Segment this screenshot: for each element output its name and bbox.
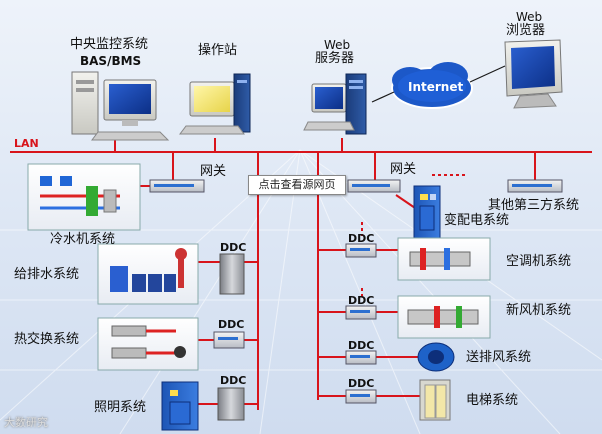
ddc-water-label: DDC [220, 241, 247, 254]
freshair-label: 新风机系统 [506, 303, 572, 318]
web-server-icon [303, 73, 367, 135]
ddc-elevator-label: DDC [348, 377, 375, 390]
water-system-label: 给排水系统 [14, 267, 80, 282]
lan-label: LAN [14, 137, 39, 150]
ac-unit-panel [397, 237, 491, 281]
elevator-label: 电梯系统 [466, 393, 519, 408]
heat-exchange-panel [97, 317, 199, 371]
bas-label-line2: BAS/BMS [80, 54, 142, 68]
ddc-freshair-label: DDC [348, 294, 375, 307]
ddc-freshair-icon [345, 305, 377, 320]
internet-label: Internet [408, 80, 464, 94]
web-browser-icon [504, 39, 563, 109]
ddc-elevator-icon [345, 389, 377, 404]
operator-station-icon [179, 73, 251, 135]
gateway-1-label: 网关 [200, 164, 227, 179]
web-server-label-line2: 服务器 [315, 51, 355, 66]
watermark-text: 大数研究 [4, 416, 48, 429]
browser-label-line1: Web [516, 10, 543, 24]
chiller-label: 冷水机系统 [50, 232, 116, 247]
browser-label-line2: 浏览器 [506, 23, 546, 38]
gateway-2-icon [347, 179, 401, 193]
fresh-air-panel [397, 295, 491, 339]
bas-workstation-icon [71, 71, 170, 141]
elevator-icon [419, 379, 451, 421]
ddc-fan-label: DDC [348, 339, 375, 352]
ddc-water-icon [219, 253, 245, 295]
gateway-1-icon [149, 179, 205, 193]
gateway-2-label: 网关 [390, 162, 417, 177]
internet-cloud [371, 62, 506, 109]
ddc-heat-icon [213, 331, 245, 349]
third-party-label: 其他第三方系统 [488, 198, 580, 213]
chiller-panel [27, 163, 141, 231]
lighting-cabinet-icon [161, 381, 199, 431]
water-system-panel [97, 243, 199, 305]
operator-label: 操作站 [198, 43, 238, 58]
ddc-lighting-icon [217, 387, 245, 421]
ddc-ac-label: DDC [348, 232, 375, 245]
lighting-label: 照明系统 [94, 400, 147, 415]
gateway-3-icon [507, 179, 563, 193]
heat-exchange-label: 热交换系统 [14, 332, 80, 347]
ddc-lighting-label: DDC [220, 374, 247, 387]
bas-label-line1: 中央监控系统 [70, 37, 149, 52]
ac-label: 空调机系统 [506, 254, 572, 269]
ddc-ac-icon [345, 243, 377, 258]
dashed-links [361, 174, 468, 298]
fan-icon [417, 342, 455, 372]
fan-label: 送排风系统 [466, 350, 532, 365]
substation-cabinet-icon [413, 185, 441, 239]
web-server-label-line1: Web [324, 38, 351, 52]
view-source-tooltip[interactable]: 点击查看源网页 [248, 175, 346, 195]
ddc-heat-label: DDC [218, 318, 245, 331]
lan-bus [10, 138, 592, 410]
substation-label: 变配电系统 [444, 213, 510, 228]
ddc-fan-icon [345, 350, 377, 365]
